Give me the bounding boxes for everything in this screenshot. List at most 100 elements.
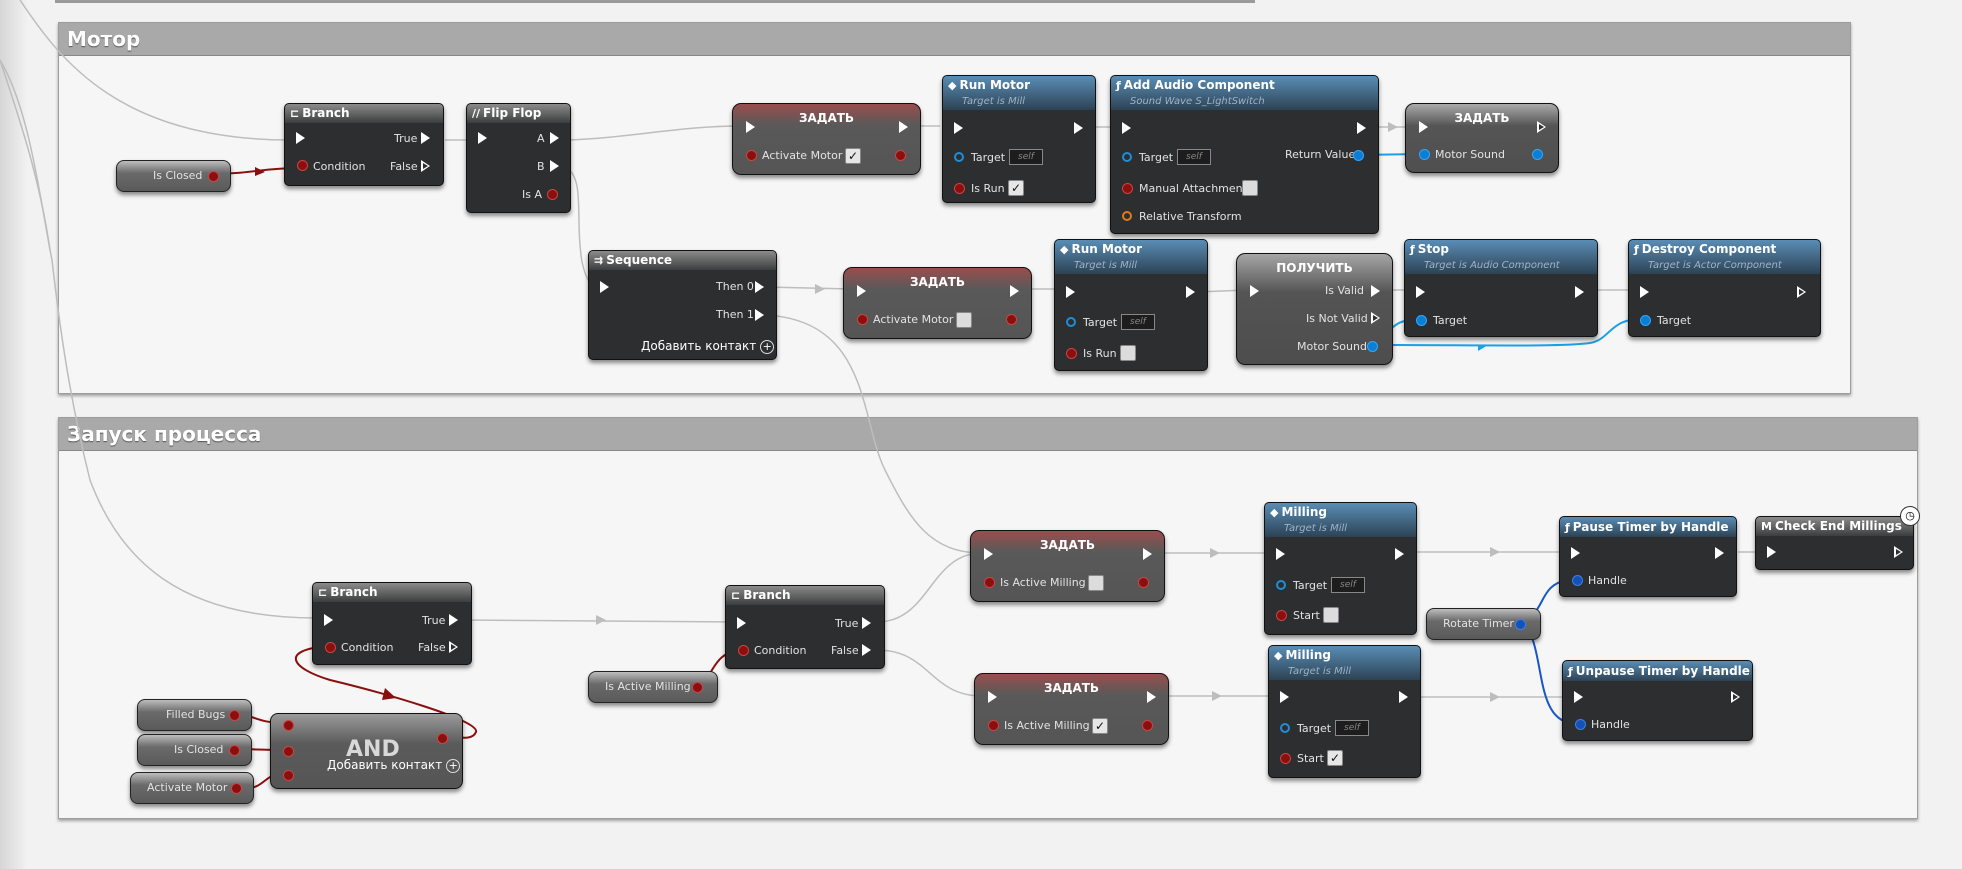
target-pin[interactable] [1280, 723, 1290, 733]
self-field[interactable]: self [1335, 720, 1369, 736]
is-a-pin[interactable] [547, 189, 558, 200]
manual-attachment-checkbox[interactable] [1242, 180, 1258, 196]
self-field[interactable]: self [1177, 149, 1211, 165]
var-output-pin[interactable] [229, 745, 240, 756]
value-out-pin[interactable] [1138, 577, 1149, 588]
exec-out-pin[interactable] [1797, 286, 1806, 298]
node-branch-1[interactable]: ⊏Branch True Condition False [284, 103, 444, 186]
start-checkbox[interactable]: ✓ [1327, 750, 1343, 766]
exec-out-pin[interactable] [1537, 121, 1546, 133]
and-in-pin-2[interactable] [283, 746, 294, 757]
exec-in-pin[interactable] [324, 614, 333, 626]
exec-in-pin[interactable] [1571, 547, 1580, 559]
exec-in-pin[interactable] [600, 281, 609, 293]
is-run-pin[interactable] [954, 183, 965, 194]
handle-pin[interactable] [1572, 575, 1583, 586]
var-filled-bugs[interactable]: Filled Bugs [137, 699, 252, 731]
exec-true-pin[interactable] [449, 614, 458, 626]
value-in-pin[interactable] [1419, 149, 1430, 160]
exec-in-pin[interactable] [954, 122, 963, 134]
var-output-pin[interactable] [208, 171, 219, 182]
exec-out-pin[interactable] [899, 121, 908, 133]
exec-out-pin[interactable] [1715, 547, 1724, 559]
exec-in-pin[interactable] [737, 617, 746, 629]
node-get-motor-sound[interactable]: ПОЛУЧИТЬ Is Valid Is Not Valid Motor Sou… [1236, 253, 1393, 365]
value-out-pin[interactable] [1532, 149, 1543, 160]
target-pin[interactable] [954, 152, 964, 162]
start-pin[interactable] [1280, 753, 1291, 764]
node-set-activate-motor-1[interactable]: ЗАДАТЬ Activate Motor ✓ [732, 103, 921, 175]
activate-motor-checkbox[interactable] [956, 312, 972, 328]
value-out-pin[interactable] [1142, 720, 1153, 731]
and-out-pin[interactable] [437, 733, 448, 744]
exec-in-pin[interactable] [296, 132, 305, 144]
is-run-pin[interactable] [1066, 348, 1077, 359]
var-is-closed-2[interactable]: Is Closed [137, 734, 252, 766]
target-pin[interactable] [1122, 152, 1132, 162]
target-pin[interactable] [1276, 580, 1286, 590]
exec-out-pin[interactable] [1074, 122, 1083, 134]
node-set-is-active-milling-2[interactable]: ЗАДАТЬ Is Active Milling ✓ [974, 673, 1169, 745]
exec-out-pin[interactable] [1357, 122, 1366, 134]
exec-out-pin[interactable] [1143, 548, 1152, 560]
exec-is-not-valid-pin[interactable] [1371, 312, 1380, 324]
exec-in-pin[interactable] [1280, 691, 1289, 703]
and-in-pin-1[interactable] [283, 720, 294, 731]
exec-in-pin[interactable] [984, 548, 993, 560]
node-set-activate-motor-2[interactable]: ЗАДАТЬ Activate Motor [843, 267, 1032, 339]
exec-in-pin[interactable] [1122, 122, 1131, 134]
exec-out-pin[interactable] [1147, 691, 1156, 703]
return-value-pin[interactable] [1353, 150, 1364, 161]
target-pin[interactable] [1066, 317, 1076, 327]
var-is-closed-1[interactable]: Is Closed [116, 160, 231, 192]
var-output-pin[interactable] [229, 710, 240, 721]
exec-a-pin[interactable] [550, 132, 559, 144]
exec-out-pin[interactable] [1395, 548, 1404, 560]
activate-motor-checkbox[interactable]: ✓ [845, 148, 861, 164]
exec-b-pin[interactable] [550, 160, 559, 172]
value-out-pin[interactable] [1006, 314, 1017, 325]
is-run-checkbox[interactable] [1120, 345, 1136, 361]
exec-out-pin[interactable] [1575, 286, 1584, 298]
exec-in-pin[interactable] [746, 121, 755, 133]
condition-pin[interactable] [738, 645, 749, 656]
exec-in-pin[interactable] [857, 285, 866, 297]
exec-false-pin[interactable] [421, 160, 430, 172]
node-set-motor-sound[interactable]: ЗАДАТЬ Motor Sound [1405, 103, 1559, 173]
relative-transform-pin[interactable] [1122, 211, 1132, 221]
exec-in-pin[interactable] [1250, 285, 1259, 297]
exec-in-pin[interactable] [478, 132, 487, 144]
node-flip-flop[interactable]: //Flip Flop A B Is A [466, 103, 571, 213]
exec-in-pin[interactable] [1419, 121, 1428, 133]
exec-in-pin[interactable] [1276, 548, 1285, 560]
handle-pin[interactable] [1575, 719, 1586, 730]
exec-in-pin[interactable] [1416, 286, 1425, 298]
exec-then-1-pin[interactable] [755, 309, 764, 321]
and-in-pin-3[interactable] [283, 770, 294, 781]
exec-out-pin[interactable] [1399, 691, 1408, 703]
value-in-pin[interactable] [746, 150, 757, 161]
value-in-pin[interactable] [988, 720, 999, 731]
start-pin[interactable] [1276, 610, 1287, 621]
var-output-pin[interactable] [231, 783, 242, 794]
exec-in-pin[interactable] [1640, 286, 1649, 298]
var-activate-motor[interactable]: Activate Motor [130, 772, 254, 804]
value-in-pin[interactable] [857, 314, 868, 325]
exec-out-pin[interactable] [1731, 691, 1740, 703]
add-pin-button[interactable]: Добавить контакт+ [327, 758, 461, 773]
exec-is-valid-pin[interactable] [1371, 285, 1380, 297]
value-out-pin[interactable] [895, 150, 906, 161]
exec-false-pin[interactable] [449, 641, 458, 653]
exec-in-pin[interactable] [1066, 286, 1075, 298]
target-pin[interactable] [1416, 315, 1427, 326]
exec-in-pin[interactable] [988, 691, 997, 703]
